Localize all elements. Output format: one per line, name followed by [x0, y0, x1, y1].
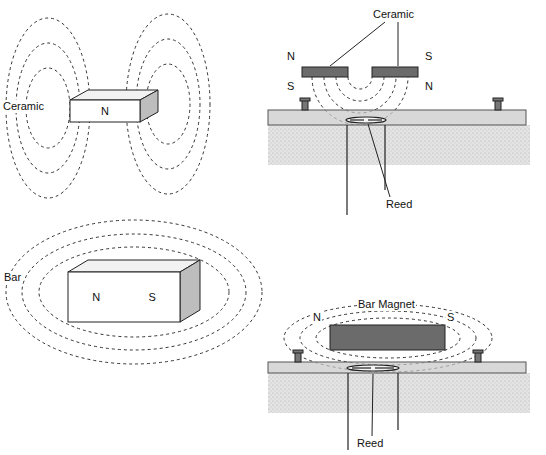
part-label: N	[424, 80, 434, 93]
part-label: N	[312, 311, 322, 324]
part-label: Ceramic	[372, 8, 415, 21]
part-label: S	[424, 50, 433, 63]
screw	[293, 350, 483, 362]
part-label: Bar	[3, 271, 22, 284]
magnet-face: N	[70, 100, 140, 122]
part-label: Reed	[356, 437, 384, 450]
mounting-plate	[268, 362, 526, 373]
ceramic-block	[70, 90, 158, 122]
pole-letter: N	[92, 291, 100, 304]
reed-switch	[346, 117, 386, 215]
part-label: S	[286, 80, 295, 93]
reed-switch	[347, 365, 399, 450]
ground	[268, 373, 530, 413]
ceramic-magnet	[372, 67, 418, 77]
mounting-plate	[268, 110, 526, 125]
ceramic-magnet	[302, 67, 348, 77]
magnet-face: NS	[68, 272, 180, 322]
bar-magnet	[330, 325, 445, 350]
screw	[300, 98, 503, 110]
part-label: S	[446, 311, 455, 324]
leader-line	[372, 374, 373, 436]
part-label: Ceramic	[2, 100, 45, 113]
ground	[268, 125, 530, 165]
pole-letter: N	[101, 105, 109, 118]
bar-block	[68, 260, 200, 322]
part-label: N	[286, 50, 296, 63]
part-label: Bar Magnet	[357, 298, 416, 311]
leader-line	[330, 22, 398, 197]
pole-letter: S	[148, 291, 155, 304]
part-label: Reed	[385, 198, 413, 211]
field-lines	[6, 220, 262, 364]
